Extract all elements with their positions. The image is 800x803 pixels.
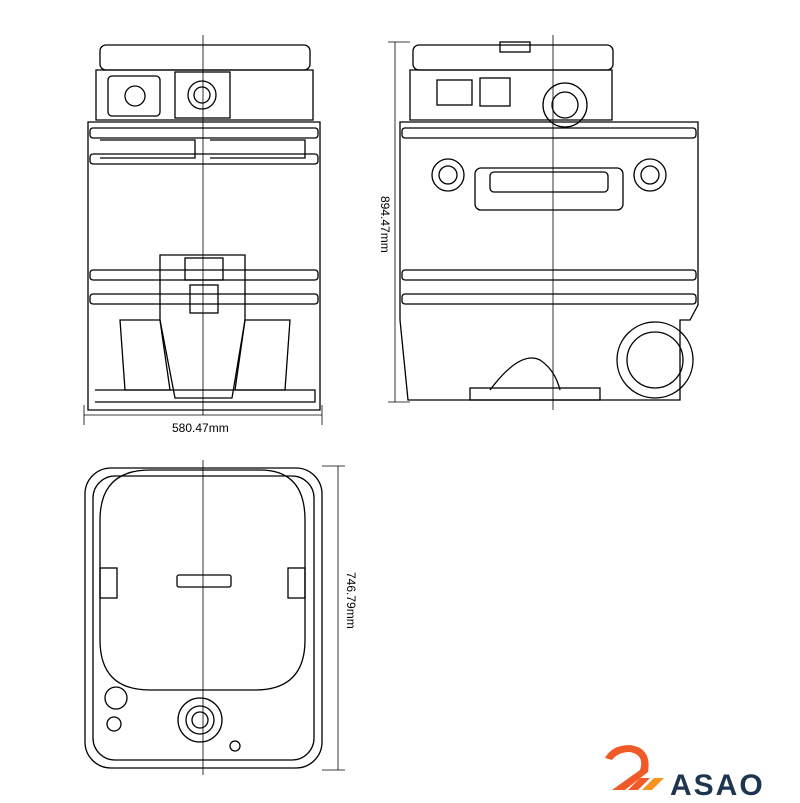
centerlines [202,35,554,775]
width-dimension: 580.47mm [172,421,229,435]
front-view [87,44,321,411]
height-dimension: 894.47mm [378,196,392,253]
top-view [84,467,323,769]
dimension-lines [83,41,410,771]
depth-dimension: 746.79mm [344,572,358,629]
brand-name: ASAO [670,769,765,802]
side-view [399,41,699,401]
asao-logo-mark [605,745,664,790]
